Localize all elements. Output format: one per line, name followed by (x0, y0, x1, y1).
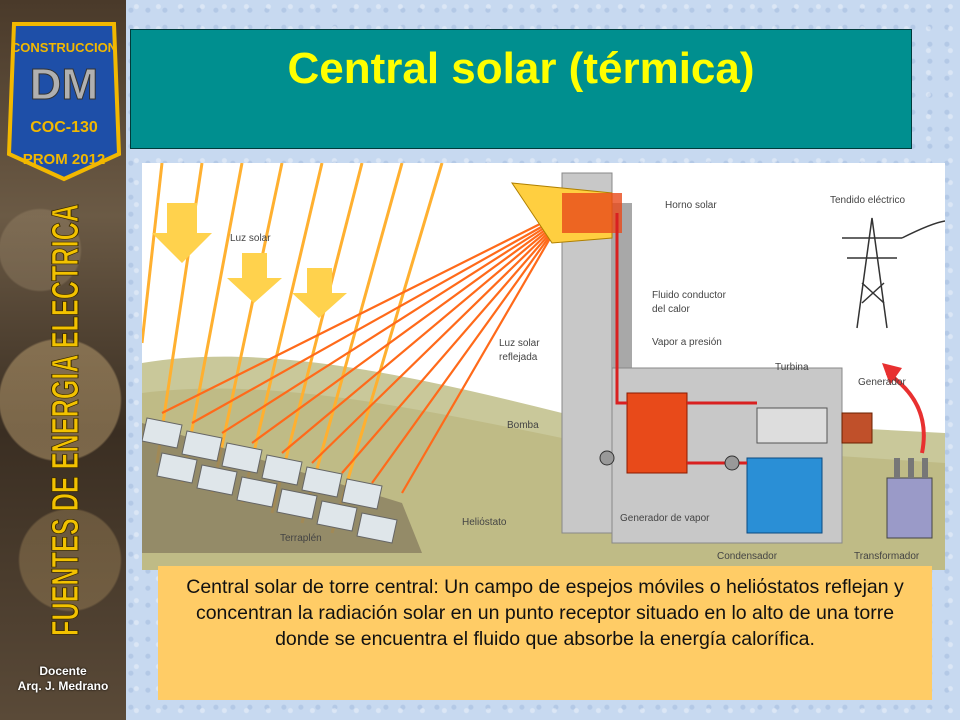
vertical-title-text: FUENTES DE ENERGIA ELECTRICA (45, 204, 87, 636)
label-condensador: Condensador (717, 551, 778, 562)
power-pylon (842, 217, 945, 329)
solar-plant-diagram: Luz solar Horno solar Tendido eléctrico … (142, 163, 945, 570)
transformer (886, 458, 933, 539)
sunlight-arrows (152, 203, 347, 318)
incoming-rays (142, 163, 444, 534)
label-luz-solar: Luz solar (230, 233, 271, 244)
logo: CONSTRUCCION DM COC-130 PROM 2012 (6, 22, 122, 182)
label-generador-vapor: Generador de vapor (620, 513, 710, 524)
label-fluido-2: del calor (652, 304, 690, 315)
label-luz-reflejada-1: Luz solar (499, 338, 540, 349)
label-turbina: Turbina (775, 362, 809, 373)
caption-text: Central solar de torre central: Un campo… (186, 576, 904, 650)
label-luz-reflejada-2: reflejada (499, 352, 538, 363)
heliostat-field (142, 417, 422, 553)
label-bomba: Bomba (507, 420, 539, 431)
label-generador: Generador (858, 377, 906, 388)
sidebar: CONSTRUCCION DM COC-130 PROM 2012 FUENTE… (0, 0, 126, 720)
logo-bottom-text: PROM 2012 (23, 151, 106, 168)
slide-title: Central solar (térmica) (287, 44, 755, 93)
reflected-rays (161, 217, 553, 494)
power-arrow (885, 371, 926, 454)
logo-mid-text: COC-130 (30, 119, 98, 136)
caption-box: Central solar de torre central: Un campo… (158, 566, 932, 700)
plant-building (599, 213, 873, 544)
logo-top-text: CONSTRUCCION (11, 40, 117, 55)
label-heliostato: Heliόstato (462, 516, 507, 528)
docente-label: Docente (39, 664, 87, 678)
label-terraplen: Terraplén (280, 533, 322, 544)
docente-name: Arq. J. Medrano (17, 679, 109, 693)
label-vapor-presion: Vapor a presión (652, 337, 722, 348)
label-fluido-1: Fluido conductor (652, 290, 727, 301)
docente-credit: Docente Arq. J. Medrano (0, 664, 126, 694)
svg-text:DM: DM (30, 60, 98, 109)
label-transformador: Transformador (854, 551, 920, 562)
label-horno-solar: Horno solar (665, 200, 717, 211)
title-box: Central solar (térmica) (130, 29, 912, 149)
label-tendido-electrico: Tendido eléctrico (830, 195, 905, 206)
vertical-title: FUENTES DE ENERGIA ELECTRICA (45, 204, 88, 637)
